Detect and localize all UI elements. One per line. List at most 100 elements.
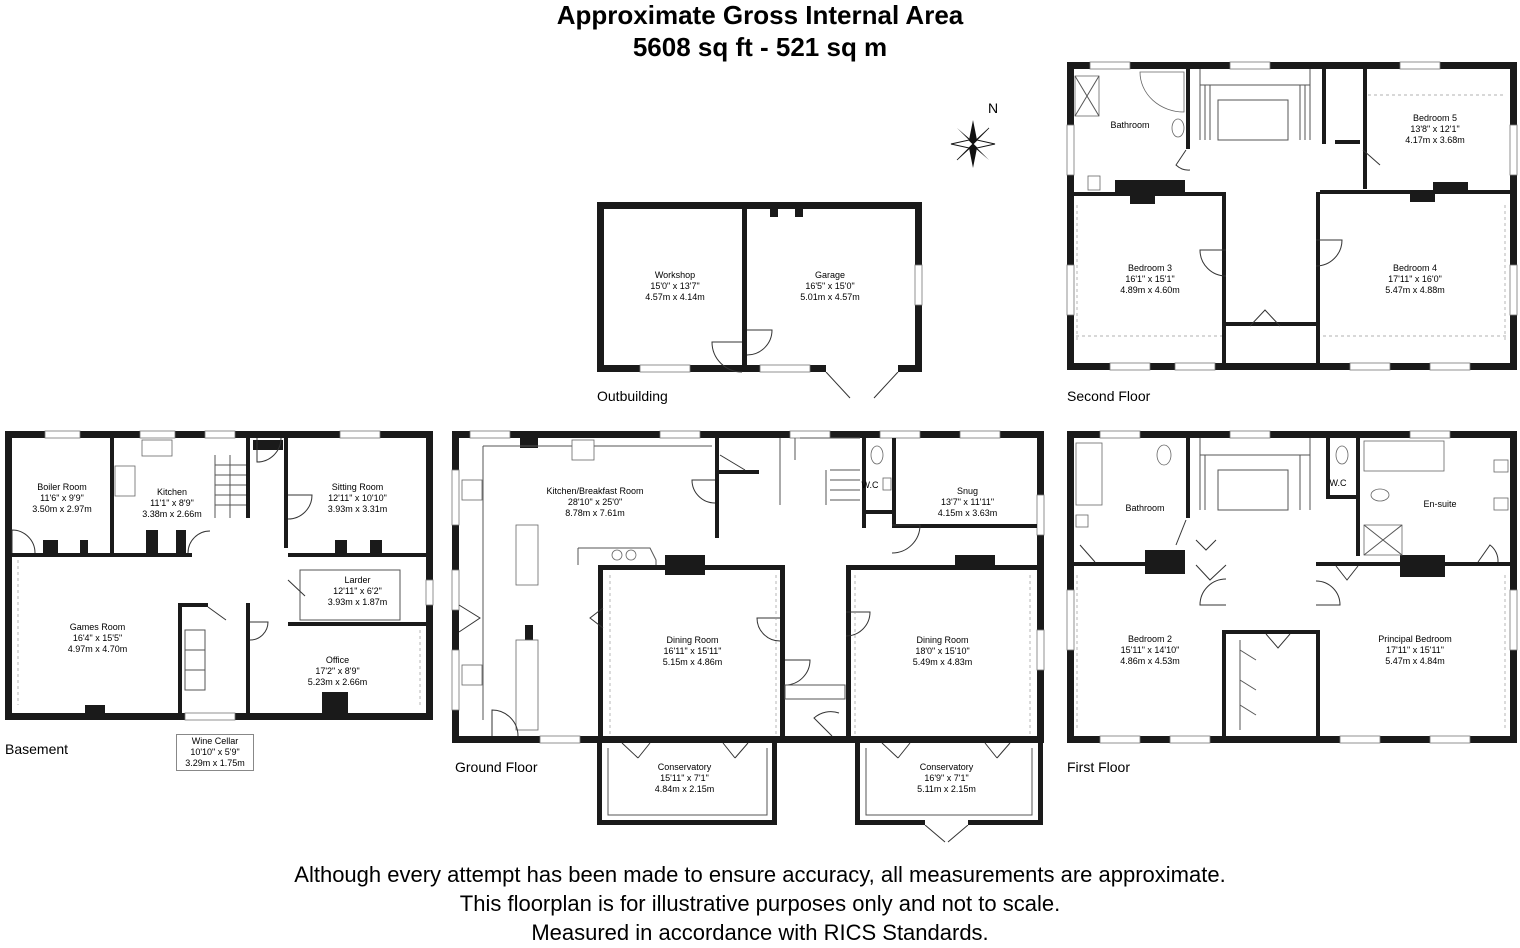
room-metric: 5.47m x 4.84m [1385,656,1445,666]
floor-label-basement: Basement [5,741,69,757]
room-metric: 5.01m x 4.57m [800,292,860,302]
room-bathroom-second-floor: Bathroom [1085,120,1175,131]
room-name: Garage [814,270,846,280]
room-imperial: 15'11" x 7'1" [660,773,709,783]
room-bedroom-3: Bedroom 3 16'1" x 15'1" 4.89m x 4.60m [1095,263,1205,296]
floor-label-outbuilding: Outbuilding [597,388,668,404]
first-floor-plan [1066,430,1518,744]
room-garage: Garage 16'5" x 15'0" 5.01m x 4.57m [775,270,885,303]
floor-label-first-floor: First Floor [1067,759,1130,775]
room-name: Conservatory [919,762,974,772]
room-metric: 4.17m x 3.68m [1405,135,1465,145]
room-bedroom-5: Bedroom 5 13'8" x 12'1" 4.17m x 3.68m [1380,113,1490,146]
floor-label-ground-floor: Ground Floor [455,759,538,775]
room-imperial: 17'11" x 16'0" [1388,274,1442,284]
room-name: Wine Cellar [191,736,239,746]
room-name: Office [325,655,350,665]
room-name: Kitchen [156,487,188,497]
room-name: Bedroom 5 [1412,113,1458,123]
room-bathroom-first-floor: Bathroom [1105,503,1185,514]
room-name: Sitting Room [331,482,384,492]
room-imperial: 11'1" x 8'9" [150,498,194,508]
disclaimer-line-2: This floorplan is for illustrative purpo… [459,891,1061,916]
room-metric: 5.23m x 2.66m [307,677,368,687]
room-en-suite: En-suite [1410,499,1470,510]
room-metric: 4.15m x 3.63m [937,508,998,518]
room-larder: Larder 12'11" x 6'2" 3.93m x 1.87m [305,575,410,608]
room-sitting-room: Sitting Room 12'11" x 10'10" 3.93m x 3.3… [305,482,410,515]
room-imperial: 16'9" x 7'1" [924,773,969,783]
room-imperial: 11'6" x 9'9" [40,493,84,503]
outbuilding-plan [597,202,923,399]
disclaimer-line-3: Measured in accordance with RICS Standar… [531,920,989,945]
room-name: Bedroom 2 [1127,634,1173,644]
room-name: Boiler Room [37,482,87,492]
room-metric: 5.11m x 2.15m [917,784,976,794]
room-metric: 5.15m x 4.86m [662,657,723,667]
room-name: W.C [861,480,879,490]
room-imperial: 16'1" x 15'1" [1125,274,1175,284]
room-kitchen-breakfast: Kitchen/Breakfast Room 28'10" x 25'0" 8.… [520,486,670,519]
room-dining-room-2: Dining Room 18'0" x 15'10" 5.49m x 4.83m [890,635,995,668]
room-games-room: Games Room 16'4" x 15'5" 4.97m x 4.70m [45,622,150,655]
room-imperial: 10'10" x 5'9" [190,747,240,757]
gross-area: 5608 sq ft - 521 sq m [632,32,888,62]
room-office: Office 17'2" x 8'9" 5.23m x 2.66m [285,655,390,688]
room-name: Dining Room [916,635,969,645]
floor-label-second-floor: Second Floor [1067,388,1151,404]
disclaimer-line-1: Although every attempt has been made to … [294,862,1226,887]
room-name: W.C [1329,478,1347,488]
room-metric: 3.29m x 1.75m [185,758,245,768]
room-imperial: 16'5" x 15'0" [805,281,855,291]
basement-plan [5,430,434,721]
room-principal-bedroom: Principal Bedroom 17'11" x 15'11" 5.47m … [1355,634,1475,667]
room-name: En-suite [1423,499,1457,509]
room-name: Bedroom 3 [1127,263,1173,273]
room-imperial: 28'10" x 25'0" [567,497,623,507]
room-bedroom-2: Bedroom 2 15'11" x 14'10" 4.86m x 4.53m [1095,634,1205,667]
compass-rose-icon [950,120,996,168]
room-name: Bathroom [1110,120,1150,130]
room-snug: Snug 13'7" x 11'11" 4.15m x 3.63m [915,486,1020,519]
room-name: Conservatory [657,762,712,772]
room-metric: 5.47m x 4.88m [1385,285,1445,295]
room-name: Workshop [654,270,696,280]
room-metric: 4.84m x 2.15m [654,784,715,794]
plan-title: Approximate Gross Internal Area [556,0,964,30]
room-imperial: 16'11" x 15'11" [663,646,722,656]
room-boiler-room: Boiler Room 11'6" x 9'9" 3.50m x 2.97m [12,482,112,515]
room-kitchen-basement: Kitchen 11'1" x 8'9" 3.38m x 2.66m [122,487,222,520]
room-name: Dining Room [666,635,719,645]
room-conservatory-1: Conservatory 15'11" x 7'1" 4.84m x 2.15m [632,762,737,795]
room-name: Kitchen/Breakfast Room [546,486,644,496]
room-wc-first-floor: W.C [1325,478,1351,489]
room-imperial: 15'0" x 13'7" [650,281,700,291]
second-floor-plan [1066,61,1518,371]
room-metric: 8.78m x 7.61m [565,508,625,518]
room-imperial: 16'4" x 15'5" [72,633,123,643]
room-metric: 5.49m x 4.83m [912,657,973,667]
room-wc-ground: W.C [858,480,882,491]
room-imperial: 12'11" x 6'2" [333,586,382,596]
room-metric: 4.97m x 4.70m [67,644,128,654]
room-imperial: 12'11" x 10'10" [328,493,387,503]
room-name: Bathroom [1125,503,1165,513]
room-imperial: 17'2" x 8'9" [315,666,360,676]
room-metric: 4.57m x 4.14m [645,292,705,302]
room-name: Snug [956,486,979,496]
room-imperial: 13'7" x 11'11" [940,497,995,507]
room-metric: 3.50m x 2.97m [32,504,92,514]
room-bedroom-4: Bedroom 4 17'11" x 16'0" 5.47m x 4.88m [1360,263,1470,296]
room-imperial: 17'11" x 15'11" [1385,645,1445,655]
room-metric: 3.93m x 3.31m [327,504,388,514]
room-name: Games Room [69,622,126,632]
compass-north-label: N [988,100,999,116]
room-name: Larder [344,575,371,585]
room-imperial: 18'0" x 15'10" [915,646,970,656]
room-metric: 4.86m x 4.53m [1120,656,1180,666]
room-dining-room-1: Dining Room 16'11" x 15'11" 5.15m x 4.86… [640,635,745,668]
room-metric: 3.93m x 1.87m [327,597,388,607]
room-name: Bedroom 4 [1392,263,1438,273]
room-imperial: 13'8" x 12'1" [1410,124,1460,134]
